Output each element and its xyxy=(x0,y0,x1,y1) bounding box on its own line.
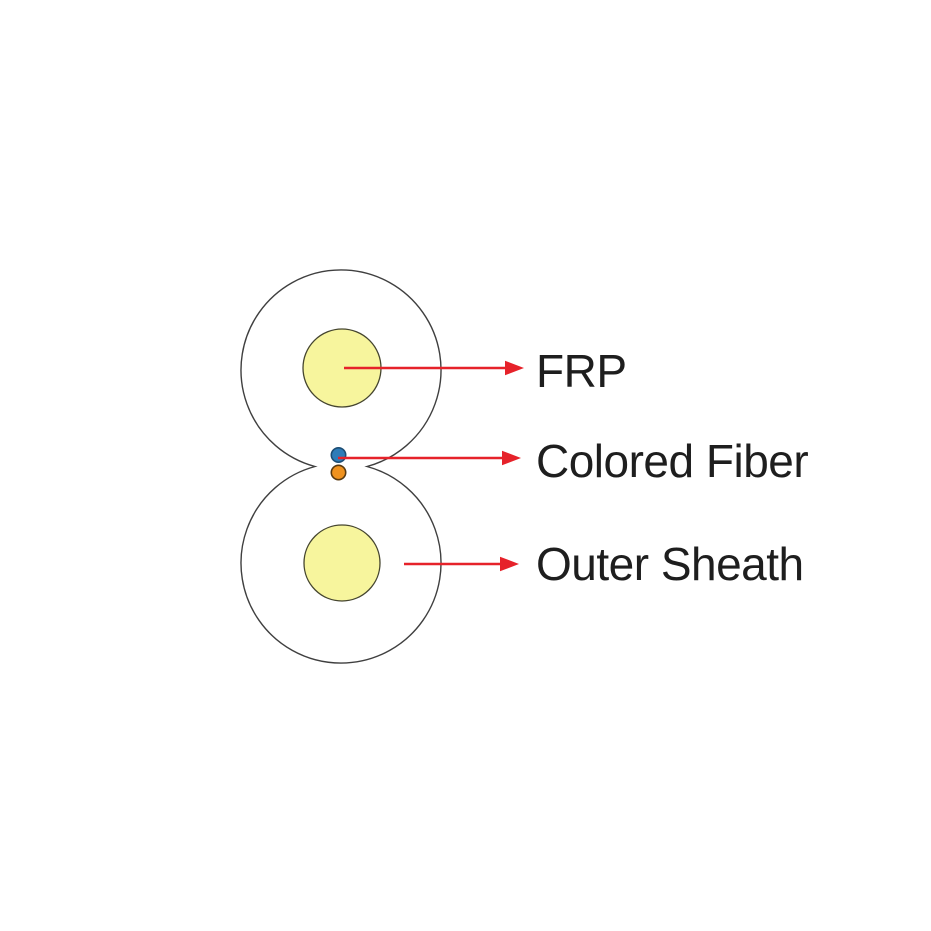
colored-fiber-arrowhead-icon xyxy=(502,450,521,466)
frp-rod-bottom xyxy=(303,524,381,602)
outer-sheath-arrowhead-icon xyxy=(500,556,519,572)
colored-fiber-label: Colored Fiber xyxy=(536,435,808,487)
colored-fiber-orange-dot xyxy=(330,464,347,481)
outer-sheath-label: Outer Sheath xyxy=(536,538,804,590)
frp-label: FRP xyxy=(536,345,627,397)
colored-fiber-blue-dot xyxy=(330,446,347,463)
frp-arrowhead-icon xyxy=(505,360,524,376)
